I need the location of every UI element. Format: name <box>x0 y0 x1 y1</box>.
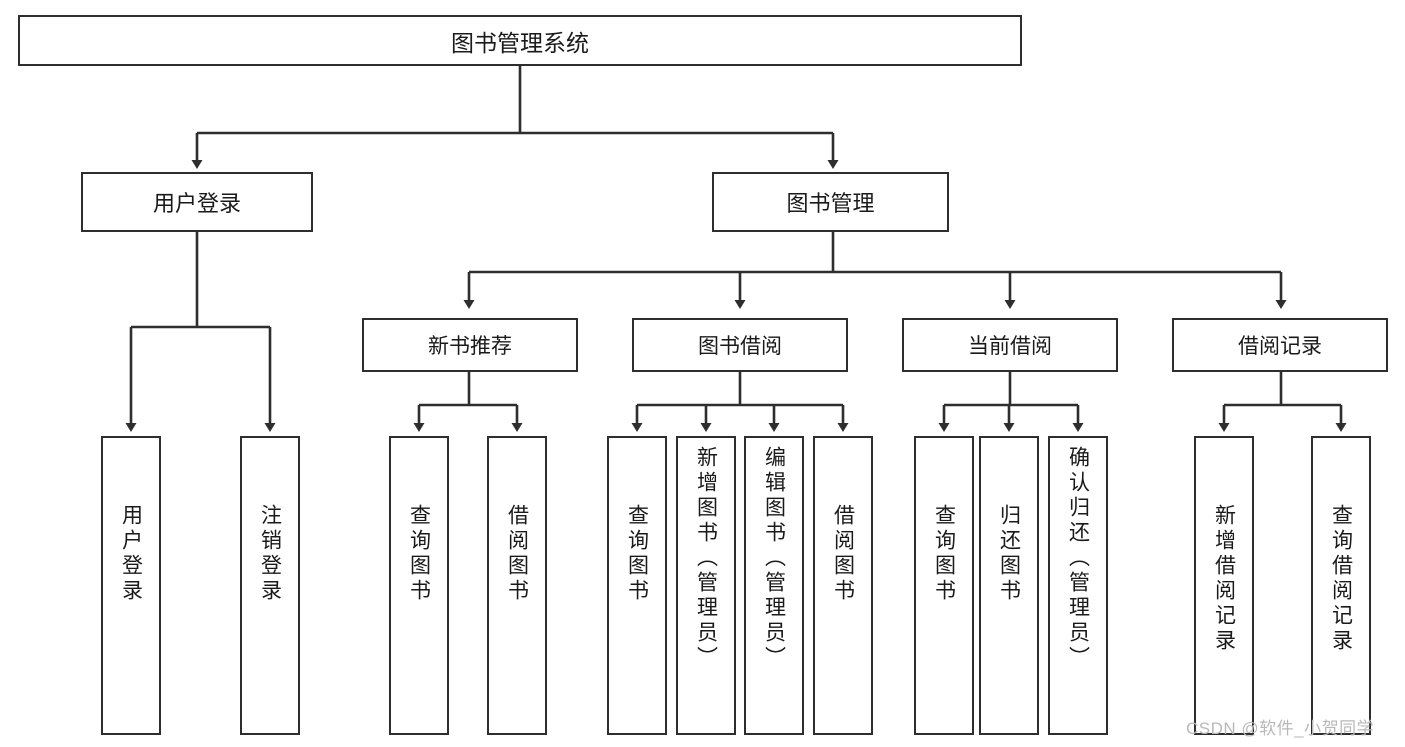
leaf-add-book-admin-label: 新增图书（管理员） <box>694 446 718 671</box>
leaf-add-borrow-record-label: 新增借阅记录 <box>1212 504 1236 654</box>
leaf-return-book[interactable]: 归还图书 <box>979 436 1039 735</box>
node-new-book-recommend[interactable]: 新书推荐 <box>362 318 578 372</box>
leaf-query-book-current[interactable]: 查询图书 <box>914 436 974 735</box>
node-borrow-record-label: 借阅记录 <box>1238 335 1322 358</box>
leaf-query-book-recommend[interactable]: 查询图书 <box>389 436 449 735</box>
node-current-borrow[interactable]: 当前借阅 <box>902 318 1118 372</box>
leaf-query-borrow-record-label: 查询借阅记录 <box>1329 504 1353 654</box>
leaf-logout[interactable]: 注销登录 <box>240 436 300 735</box>
node-borrow-record[interactable]: 借阅记录 <box>1172 318 1388 372</box>
leaf-add-borrow-record[interactable]: 新增借阅记录 <box>1194 436 1254 735</box>
leaf-query-book-current-label: 查询图书 <box>932 504 956 604</box>
leaf-edit-book-admin[interactable]: 编辑图书（管理员） <box>744 436 804 735</box>
node-user-login[interactable]: 用户登录 <box>81 172 313 232</box>
leaf-query-book-borrow[interactable]: 查询图书 <box>607 436 667 735</box>
leaf-return-book-label: 归还图书 <box>997 504 1021 604</box>
leaf-borrow-book-label: 借阅图书 <box>831 504 855 604</box>
leaf-confirm-return-admin-label: 确认归还（管理员） <box>1066 446 1090 671</box>
leaf-query-book-recommend-label: 查询图书 <box>407 504 431 604</box>
leaf-user-login[interactable]: 用户登录 <box>101 436 161 735</box>
leaf-query-borrow-record[interactable]: 查询借阅记录 <box>1311 436 1371 735</box>
node-book-borrow[interactable]: 图书借阅 <box>632 318 848 372</box>
leaf-borrow-book-recommend-label: 借阅图书 <box>505 504 529 604</box>
node-new-book-recommend-label: 新书推荐 <box>428 335 512 358</box>
node-current-borrow-label: 当前借阅 <box>968 335 1052 358</box>
node-book-management[interactable]: 图书管理 <box>712 172 949 232</box>
node-book-borrow-label: 图书借阅 <box>698 335 782 358</box>
leaf-borrow-book[interactable]: 借阅图书 <box>813 436 873 735</box>
leaf-confirm-return-admin[interactable]: 确认归还（管理员） <box>1048 436 1108 735</box>
leaf-add-book-admin[interactable]: 新增图书（管理员） <box>676 436 736 735</box>
node-user-login-label: 用户登录 <box>152 191 241 216</box>
csdn-watermark: CSDN @软件_小贺同学 <box>1186 719 1375 738</box>
node-book-management-label: 图书管理 <box>786 191 875 216</box>
leaf-logout-label: 注销登录 <box>258 504 282 604</box>
leaf-borrow-book-recommend[interactable]: 借阅图书 <box>487 436 547 735</box>
node-root-label: 图书管理系统 <box>451 29 589 56</box>
leaf-user-login-label: 用户登录 <box>119 504 143 604</box>
leaf-edit-book-admin-label: 编辑图书（管理员） <box>762 446 786 671</box>
node-root[interactable]: 图书管理系统 <box>18 15 1022 66</box>
leaf-query-book-borrow-label: 查询图书 <box>625 504 649 604</box>
